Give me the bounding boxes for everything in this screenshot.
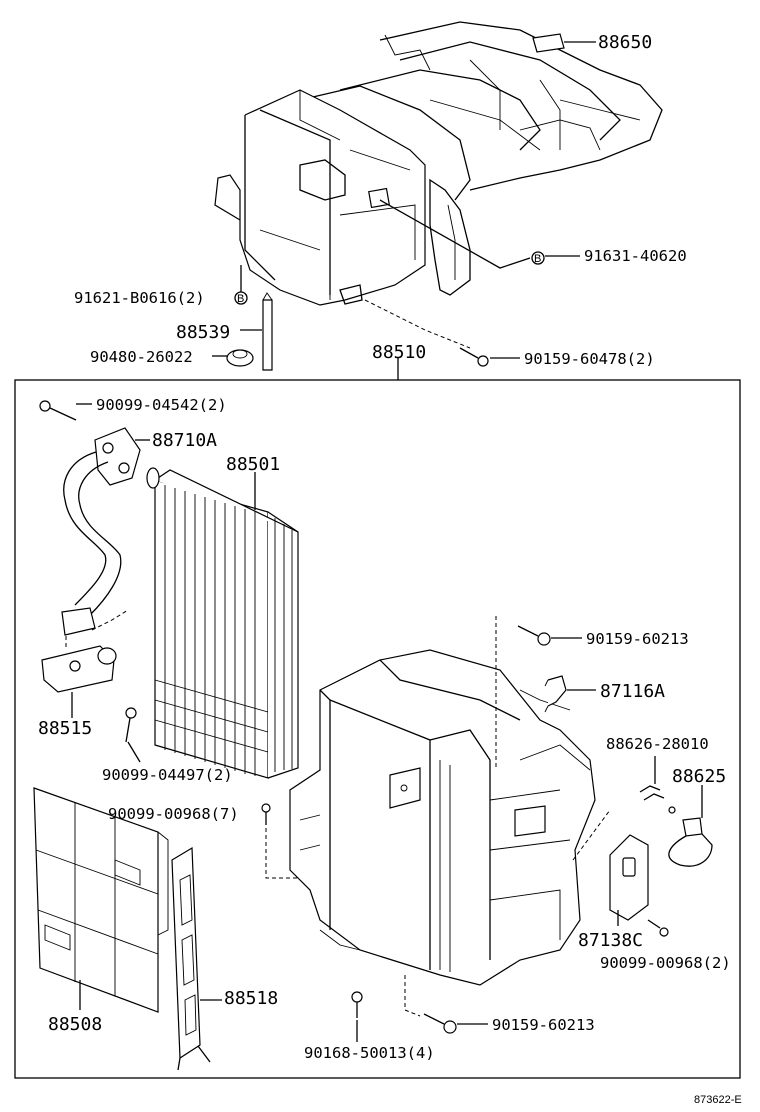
screw-90099-00968-2 <box>647 919 669 937</box>
screw-90099-04497 <box>125 707 137 743</box>
label-88710a: 88710A <box>152 430 217 451</box>
label-90159-60213-lower: 90159-60213 <box>492 1016 595 1034</box>
grommet-90480 <box>226 349 254 367</box>
tube-88710a <box>61 427 141 636</box>
label-90099-04542: 90099-04542(2) <box>96 396 227 414</box>
drain-hose-88539 <box>262 292 273 371</box>
lower-evaporator-housing <box>289 649 596 986</box>
seal-strip-88518 <box>171 846 211 1071</box>
screw-90159-60213-lower <box>423 1013 457 1034</box>
thermistor-88626 <box>639 785 665 801</box>
relay-88650 <box>532 33 565 53</box>
thermistor-88625 <box>668 806 713 867</box>
label-88510: 88510 <box>372 342 426 363</box>
screw-90099-00968-7 <box>261 803 271 825</box>
label-88518: 88518 <box>224 988 278 1009</box>
label-88539: 88539 <box>176 322 230 343</box>
dashed-line-87138 <box>572 809 611 861</box>
label-88501: 88501 <box>226 454 280 475</box>
label-90099-00968-2: 90099-00968(2) <box>600 954 731 972</box>
heater-duct-frame <box>299 21 663 296</box>
label-90480-26022: 90480-26022 <box>90 348 193 366</box>
label-90159-60213-upper: 90159-60213 <box>586 630 689 648</box>
exploded-view-frame <box>14 379 741 1079</box>
ref-marker-b-left-text: B <box>237 293 244 305</box>
label-87116a: 87116A <box>600 681 665 702</box>
label-87138c: 87138C <box>578 930 643 951</box>
label-90099-00968-7: 90099-00968(7) <box>108 805 239 823</box>
filter-88508 <box>33 787 169 1013</box>
leader-90099b <box>127 741 141 763</box>
label-91631-40620: 91631-40620 <box>584 247 687 265</box>
ref-marker-b-right-text: B <box>534 253 541 265</box>
label-90168-50013: 90168-50013(4) <box>304 1044 435 1062</box>
label-88626-28010: 88626-28010 <box>606 735 709 753</box>
ref-marker-b-right <box>531 251 545 265</box>
label-88515: 88515 <box>38 718 92 739</box>
label-88625: 88625 <box>672 766 726 787</box>
leader-91631 <box>379 199 531 269</box>
bolt-90099-04542 <box>39 400 77 421</box>
expansion-valve-88515 <box>41 645 117 693</box>
upper-evaporator-housing <box>214 89 426 306</box>
dashed-line-88515 <box>65 609 129 648</box>
bolt-90168-50013 <box>351 991 363 1018</box>
screw-90159-60478 <box>459 347 489 367</box>
label-90099-04497: 90099-04497(2) <box>102 766 233 784</box>
label-88508: 88508 <box>48 1014 102 1035</box>
label-91621-b0616: 91621-B0616(2) <box>74 289 205 307</box>
control-unit-87138c <box>609 834 649 921</box>
illustration-number: 873622-E <box>694 1094 742 1106</box>
evaporator-core-88501 <box>146 467 299 779</box>
label-90159-60478: 90159-60478(2) <box>524 350 655 368</box>
label-88650: 88650 <box>598 32 652 53</box>
dashed-line-90159c <box>404 975 421 1017</box>
dashed-line-90159a <box>364 299 471 349</box>
clip-87116a <box>544 675 567 713</box>
screw-90159-60213-upper <box>517 625 551 646</box>
